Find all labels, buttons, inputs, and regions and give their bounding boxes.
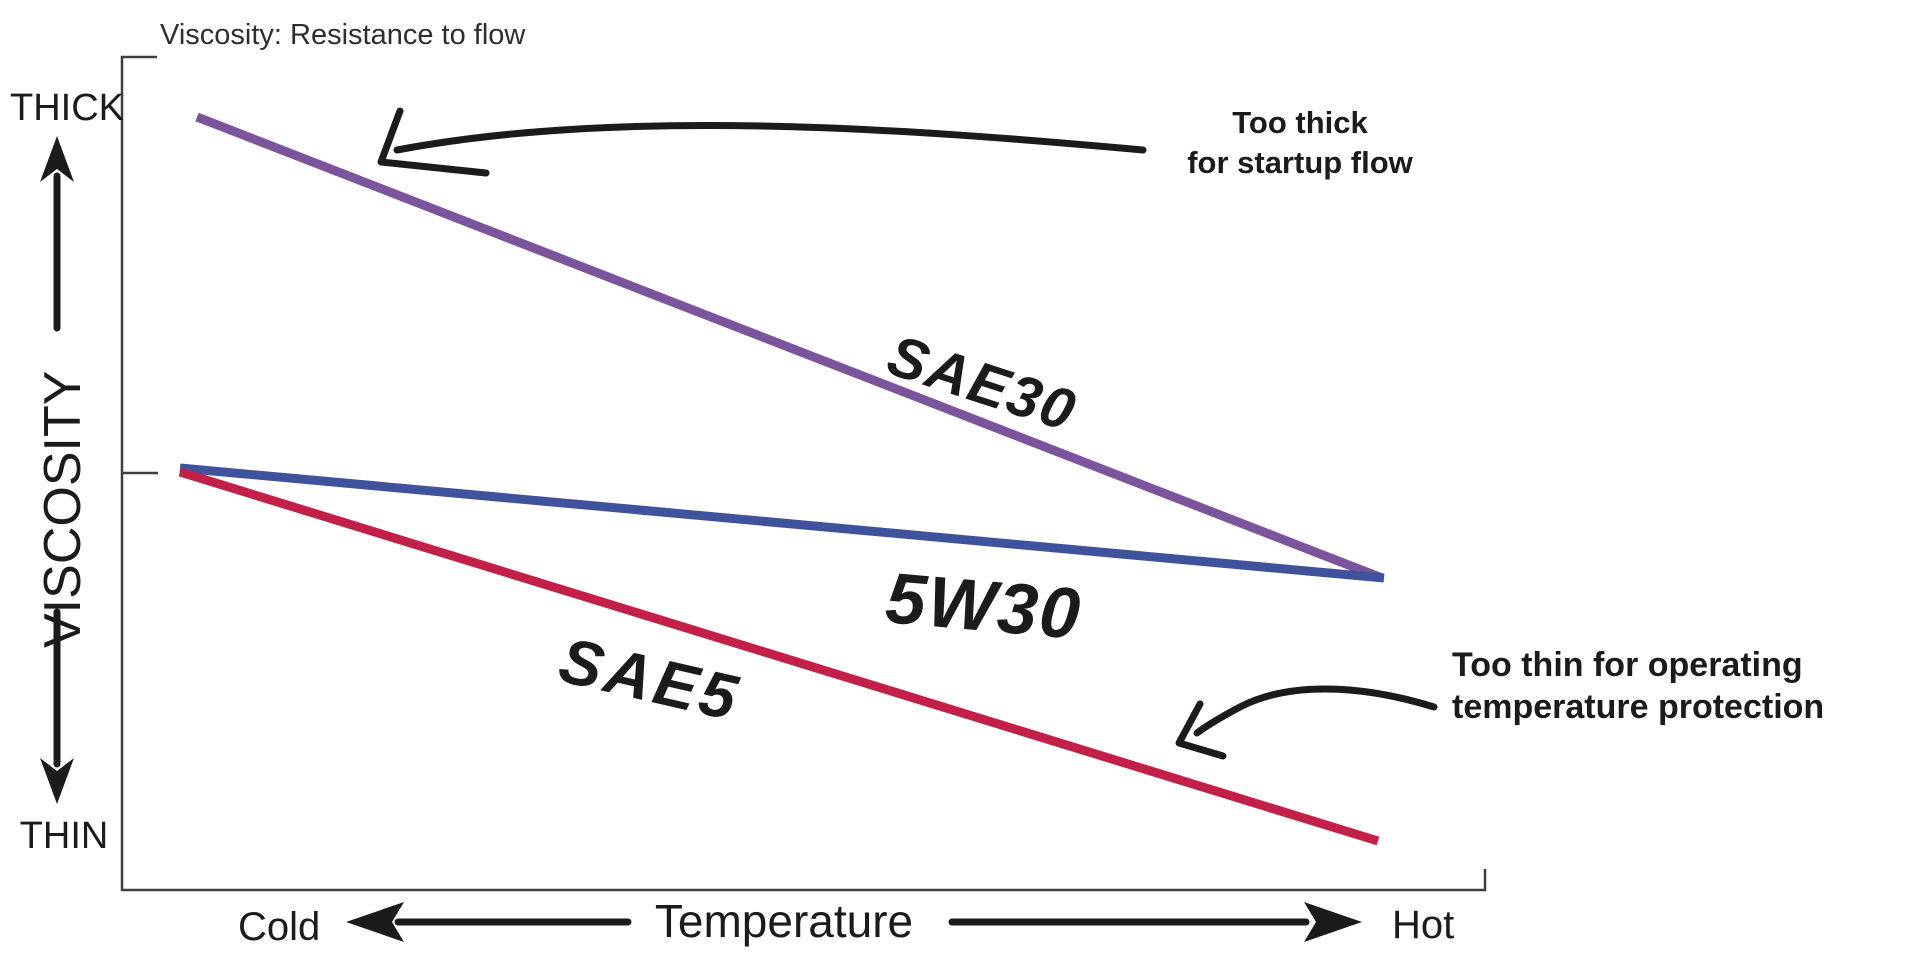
y-axis-bottom-label: THIN — [20, 815, 109, 857]
series-line-5w30 — [179, 463, 1385, 583]
x-axis-right-label: Hot — [1392, 903, 1454, 947]
axis-frame — [120, 55, 1487, 892]
y-axis-up-arrow-icon — [40, 136, 74, 182]
series-line-sae30 — [195, 112, 1384, 583]
y-axis-top-label: THICK — [10, 87, 124, 129]
annotation-too-thick-arrow-shaft — [393, 121, 1147, 154]
y-axis-down-arrow-icon — [40, 758, 74, 804]
annotation-too-thin-line2: temperature protection — [1452, 688, 1824, 726]
x-axis-right-arrow-icon — [1304, 902, 1362, 942]
annotation-too-thick-arrowhead-icon — [377, 107, 490, 177]
annotation-too-thin-arrow-shaft — [1193, 685, 1438, 737]
y-axis-title: VISCOSITY — [34, 371, 92, 648]
chart-title: Viscosity: Resistance to flow — [160, 19, 526, 51]
annotation-too-thin-line1: Too thin for operating — [1452, 646, 1803, 684]
annotation-too-thin-arrowhead-icon — [1175, 700, 1227, 760]
series-label-5w30: 5W30 — [883, 558, 1085, 655]
series-line-sae5 — [178, 467, 1380, 846]
annotation-too-thick-line1: Too thick — [1232, 105, 1368, 140]
x-axis-title: Temperature — [655, 895, 913, 947]
x-axis-left-arrow-icon — [346, 902, 404, 942]
annotation-too-thick-line2: for startup flow — [1187, 145, 1413, 180]
x-axis-left-label: Cold — [238, 905, 320, 949]
